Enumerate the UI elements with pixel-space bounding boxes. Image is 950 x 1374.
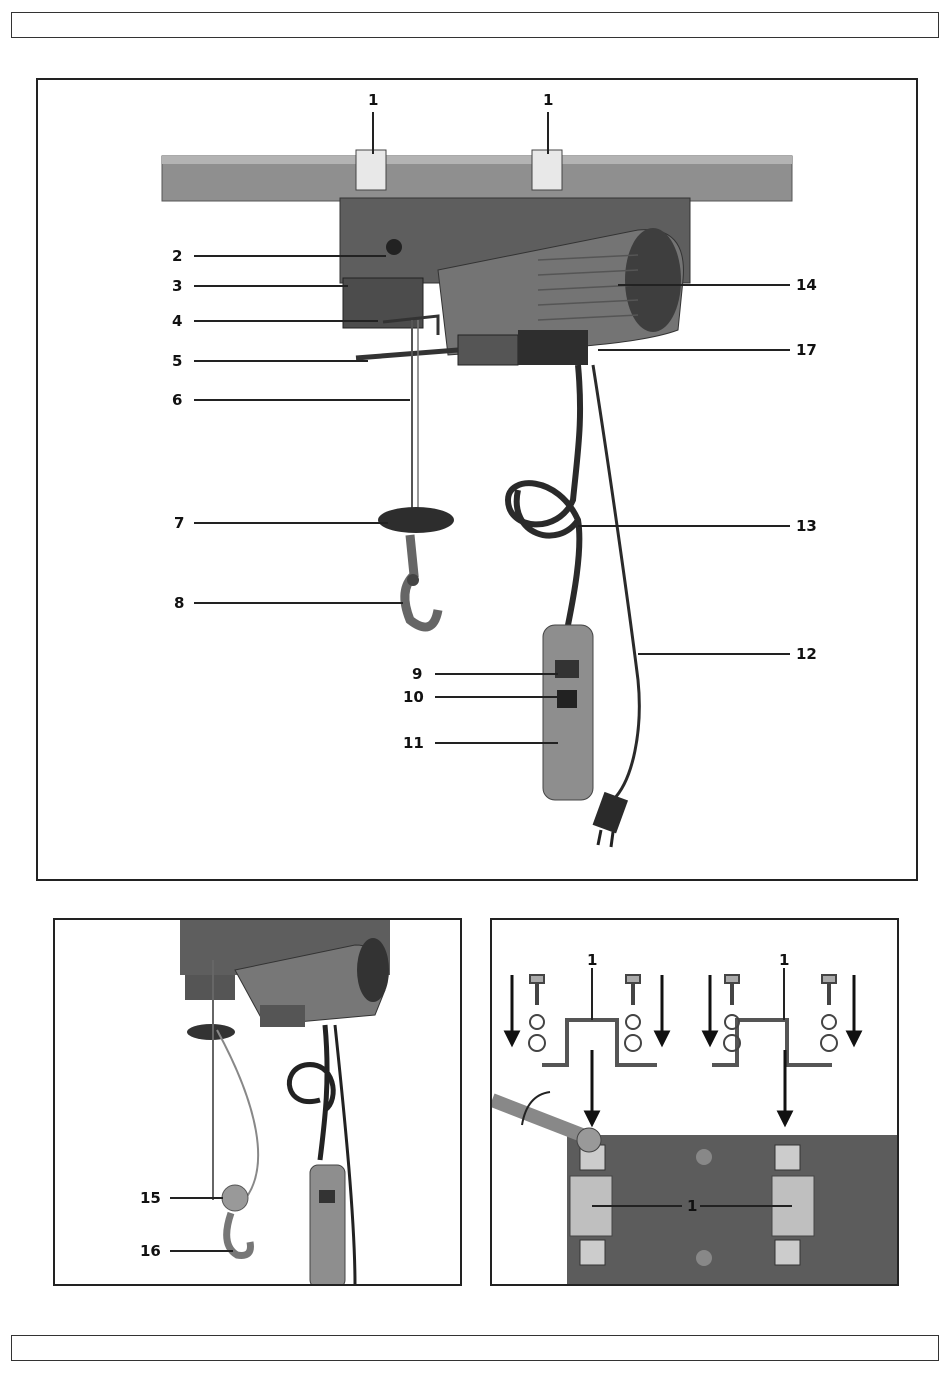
motor-end-cap (625, 228, 681, 332)
pendant-down-button (557, 690, 577, 708)
callout-mount-1b: 1 (779, 951, 789, 969)
callout-1b: 1 (543, 91, 553, 109)
callout-6: 6 (172, 391, 182, 409)
detail-stopper (187, 1024, 235, 1040)
detail-leader-lines (170, 1198, 233, 1251)
callout-15: 15 (140, 1189, 161, 1207)
callout-mount-1c: 1 (687, 1197, 697, 1215)
exploded-bracket-right (712, 1020, 832, 1065)
callout-8: 8 (174, 594, 184, 612)
hardware-left (529, 975, 641, 1051)
wrench (492, 1100, 582, 1135)
gearbox (458, 335, 518, 365)
clamp-right (532, 150, 562, 190)
callout-7: 7 (174, 514, 184, 532)
header-bar (11, 12, 939, 38)
callout-13: 13 (796, 517, 817, 535)
mounting-illustration: 1 1 1 (492, 920, 899, 1286)
mounting-plate (567, 1135, 899, 1286)
mounting-panel: 1 1 1 (490, 918, 899, 1286)
callout-12: 12 (796, 645, 817, 663)
callout-14: 14 (796, 276, 817, 294)
pendant-control (543, 625, 593, 800)
hook-detail-panel: 15 16 (53, 918, 462, 1286)
callout-16: 16 (140, 1242, 161, 1260)
hook-detail-illustration: 15 16 (55, 920, 462, 1286)
callout-10: 10 (403, 688, 424, 706)
callout-17: 17 (796, 341, 817, 359)
lever (356, 350, 458, 358)
detail-pendant (310, 1165, 345, 1286)
switch-box (518, 330, 588, 365)
pulley-block (222, 1185, 248, 1211)
callout-3: 3 (172, 277, 182, 295)
pendant-up-button (555, 660, 579, 678)
callout-9: 9 (412, 665, 422, 683)
hoist-overview-illustration: 1 1 2 3 4 5 6 7 8 9 10 11 12 13 14 17 (38, 80, 918, 881)
callout-2: 2 (172, 247, 182, 265)
callout-4: 4 (172, 312, 182, 330)
callout-5: 5 (172, 352, 182, 370)
power-cable (593, 365, 639, 800)
callout-1a: 1 (368, 91, 378, 109)
callout-11: 11 (403, 734, 424, 752)
callout-mount-1a: 1 (587, 951, 597, 969)
exploded-bracket-left (542, 1020, 657, 1065)
stopper-weight (378, 507, 454, 533)
detail-hook (227, 1213, 251, 1255)
limit-switch-knob (386, 239, 402, 255)
beam-flange (162, 156, 792, 164)
hardware-right (724, 975, 837, 1051)
main-figure-panel: 1 1 2 3 4 5 6 7 8 9 10 11 12 13 14 17 (36, 78, 918, 881)
down-arrows (506, 975, 860, 1124)
footer-bar (11, 1335, 939, 1361)
clamp-left (356, 150, 386, 190)
power-plug (593, 792, 628, 833)
